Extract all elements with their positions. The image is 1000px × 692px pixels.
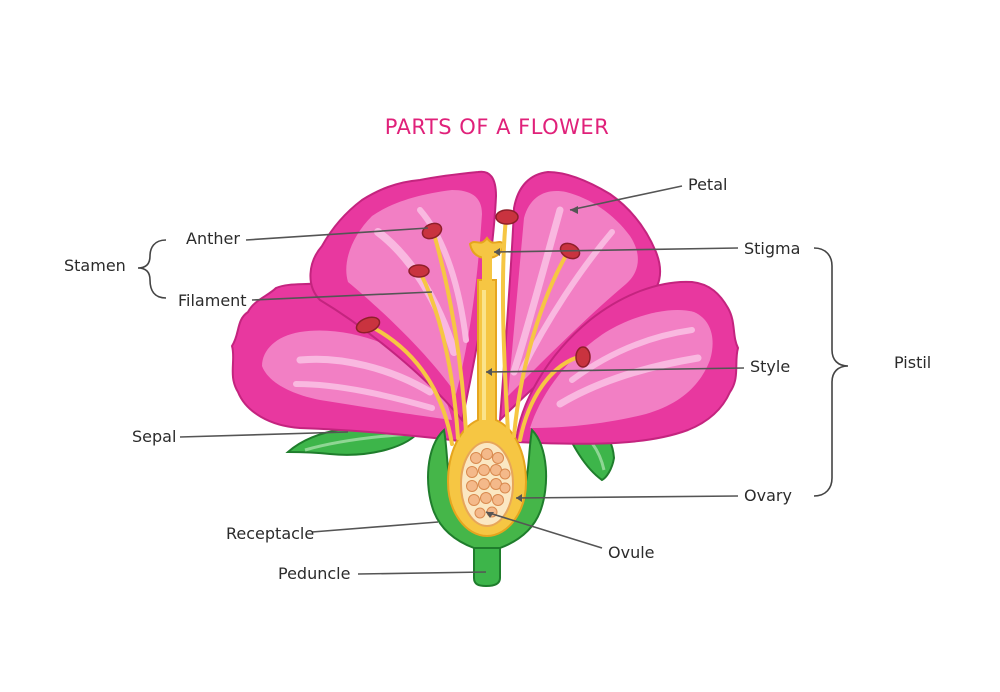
label-petal: Petal [688, 175, 727, 194]
pistil-brace [813, 247, 849, 497]
stamen-brace [137, 239, 167, 299]
label-style: Style [750, 357, 790, 376]
label-peduncle: Peduncle [278, 564, 350, 583]
label-ovary: Ovary [744, 486, 792, 505]
peduncle-shape [473, 539, 501, 588]
flower-illustration [230, 170, 740, 588]
ovules [466, 448, 511, 519]
arrow-heads [486, 206, 578, 518]
label-pistil: Pistil [894, 353, 931, 372]
anthers [355, 209, 591, 368]
label-filament: Filament [178, 291, 247, 310]
diagram-title: PARTS OF A FLOWER [385, 115, 610, 139]
filaments [368, 216, 584, 446]
label-anther: Anther [186, 229, 240, 248]
label-ovule: Ovule [608, 543, 655, 562]
leader-lines [179, 185, 745, 575]
label-receptacle: Receptacle [226, 524, 314, 543]
label-stigma: Stigma [744, 239, 800, 258]
label-stamen: Stamen [64, 256, 126, 275]
label-sepal: Sepal [132, 427, 176, 446]
